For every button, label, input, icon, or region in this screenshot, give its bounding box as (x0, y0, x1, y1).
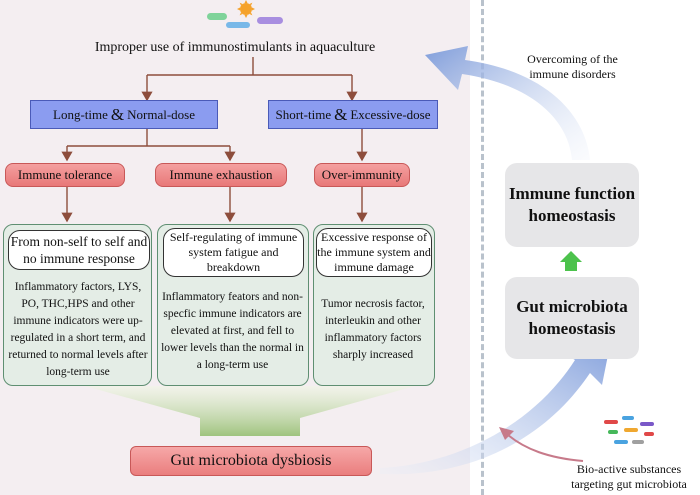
gut-microbiota-homeostasis-box: Gut microbiota homeostasis (505, 277, 639, 359)
diagram-title: Improper use of immunostimulants in aqua… (94, 40, 376, 55)
long-time-normal-dose-box: Long-time & Normal-dose (30, 100, 218, 129)
bacteria-cluster-icon (604, 416, 654, 444)
overcoming-label: Overcoming of the immune disorders (527, 52, 618, 81)
short-time-label: Short-time (275, 106, 332, 122)
ampersand: & (334, 104, 348, 124)
ampersand: & (110, 104, 125, 124)
immune-exhaustion-box: Immune exhaustion (155, 163, 287, 187)
short-time-excessive-dose-box: Short-time & Excessive-dose (268, 100, 438, 129)
excessive-dose-label: Excessive-dose (350, 106, 431, 122)
bioactive-label: Bio-active substances targeting gut micr… (571, 462, 687, 491)
tolerance-heading: From non-self to self and no immune resp… (8, 230, 150, 270)
converging-arrow (85, 386, 415, 436)
bacteria-icon (207, 0, 283, 28)
bioactive-arrow (507, 434, 584, 462)
long-time-label: Long-time (53, 106, 108, 122)
recovery-arrow (425, 46, 590, 160)
immune-tolerance-box: Immune tolerance (5, 163, 125, 187)
over-immunity-text: Tumor necrosis factor, interleukin and o… (321, 298, 425, 361)
gut-microbiota-dysbiosis-box: Gut microbiota dysbiosis (130, 446, 372, 476)
green-up-arrow (560, 251, 582, 271)
tree-connectors (61, 57, 368, 223)
exhaustion-text: Inflammatory feators and non-specfic imm… (161, 291, 304, 371)
over-immunity-box: Over-immunity (314, 163, 410, 187)
exhaustion-heading: Self-regulating of immune system fatigue… (163, 228, 304, 277)
immune-function-homeostasis-box: Immune function homeostasis (505, 163, 639, 247)
normal-dose-label: Normal-dose (127, 106, 195, 122)
tolerance-text: Inflammatory factors, LYS, PO, THC,HPS a… (8, 281, 148, 378)
dashed-divider (481, 0, 484, 495)
over-immunity-heading: Excessive response of the immune system … (316, 228, 432, 277)
